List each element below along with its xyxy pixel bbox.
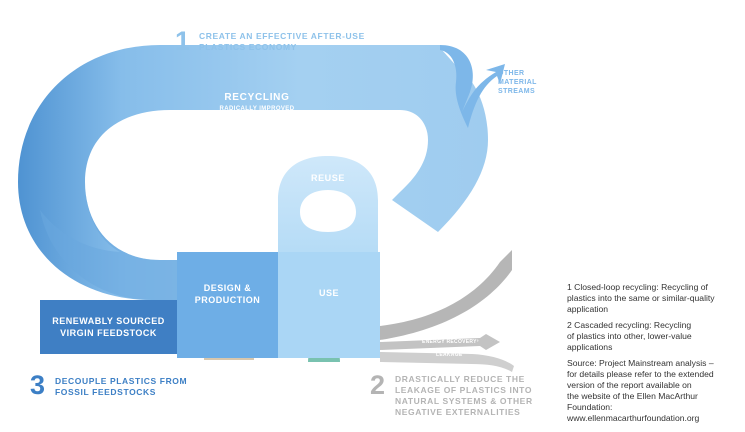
stage-design-box: DESIGN & PRODUCTION [177, 252, 278, 358]
recycling-title: RECYCLING [224, 92, 290, 103]
footnote-line: applications [567, 342, 613, 352]
footnotes: 1 Closed-loop recycling: Recycling of pl… [567, 282, 739, 429]
design-label-line: DESIGN & [203, 283, 252, 293]
composting-flow [380, 250, 512, 340]
reuse-title: REUSE [310, 173, 345, 183]
recycling-subtitle-line: RADICALLY IMPROVED [219, 106, 295, 112]
recycling-loop-band [18, 45, 488, 300]
energy-recovery-label: ENERGY RECOVERY³ [422, 339, 479, 345]
objective-2-line: NATURAL SYSTEMS & OTHER [395, 396, 533, 406]
recycling-subtitle-line: ECONOMICS & QUALITY [217, 114, 297, 120]
footnote-line: Source: Project Mainstream analysis – [567, 358, 714, 368]
footnote-line: application [567, 304, 609, 314]
footnote-line: for details please refer to the extended [567, 369, 714, 379]
footnote-source: Source: Project Mainstream analysis – fo… [567, 358, 739, 424]
objective-3-line: FOSSIL FEEDSTOCKS [55, 387, 157, 397]
feedstock-label-line: VIRGIN FEEDSTOCK [60, 328, 157, 338]
objective-2-line: DRASTICALLY REDUCE THE [395, 374, 525, 384]
footnote-cascaded: 2 Cascaded recycling: Recycling of plast… [567, 320, 739, 353]
recycling-subtitle: RADICALLY IMPROVED ECONOMICS & QUALITY [192, 105, 322, 121]
footnote-line: the website of the Ellen MacArthur [567, 391, 698, 401]
other-streams-line: MATERIAL [498, 79, 537, 86]
energy-recovery-flow [380, 334, 500, 350]
other-streams-line: OTHER [498, 70, 525, 77]
use-label: USE [318, 288, 339, 298]
footnote-link[interactable]: www.ellenmacarthurfoundation.org [567, 413, 700, 423]
stage-feedstock-box: RENEWABLY SOURCED VIRGIN FEEDSTOCK [40, 300, 177, 354]
leakage-flow [380, 352, 514, 372]
objective-2-line: NEGATIVE EXTERNALITIES [395, 407, 521, 417]
objective-3-number: 3 [30, 370, 46, 400]
objective-1-line: PLASTICS ECONOMY [199, 42, 297, 52]
objective-1-title: CREATE AN EFFECTIVE AFTER-USE PLASTICS E… [199, 31, 365, 53]
footnote-line: 1 Closed-loop recycling: Recycling of [567, 282, 708, 292]
other-streams-arrow [440, 45, 505, 128]
design-label-line: PRODUCTION [194, 295, 261, 305]
feedstock-label-line: RENEWABLY SOURCED [52, 316, 165, 326]
leakage-label: LEAKAGE [436, 352, 463, 358]
objective-2-number: 2 [370, 370, 386, 400]
other-streams-label: OTHER MATERIAL STREAMS [498, 69, 558, 96]
objective-3-title: DECOUPLE PLASTICS FROM FOSSIL FEEDSTOCKS [55, 376, 187, 398]
footnote-line: Foundation: [567, 402, 613, 412]
footnote-line: 2 Cascaded recycling: Recycling [567, 320, 692, 330]
objective-1-line: CREATE AN EFFECTIVE AFTER-USE [199, 31, 365, 41]
objective-2-title: DRASTICALLY REDUCE THE LEAKAGE OF PLASTI… [395, 374, 533, 418]
other-streams-line: STREAMS [498, 88, 536, 95]
footnote-closed-loop: 1 Closed-loop recycling: Recycling of pl… [567, 282, 739, 315]
objective-2-line: LEAKAGE OF PLASTICS INTO [395, 385, 533, 395]
reuse-loop-band [278, 156, 378, 258]
footnote-line: plastics into the same or similar-qualit… [567, 293, 715, 303]
footnote-line: of plastics into other, lower-value [567, 331, 692, 341]
stage-use-box: USE [278, 252, 380, 358]
recycling-loop-shade [40, 182, 198, 300]
footnote-line: version of the report available on [567, 380, 692, 390]
objective-1-number: 1 [175, 26, 191, 56]
objective-3-line: DECOUPLE PLASTICS FROM [55, 376, 188, 386]
